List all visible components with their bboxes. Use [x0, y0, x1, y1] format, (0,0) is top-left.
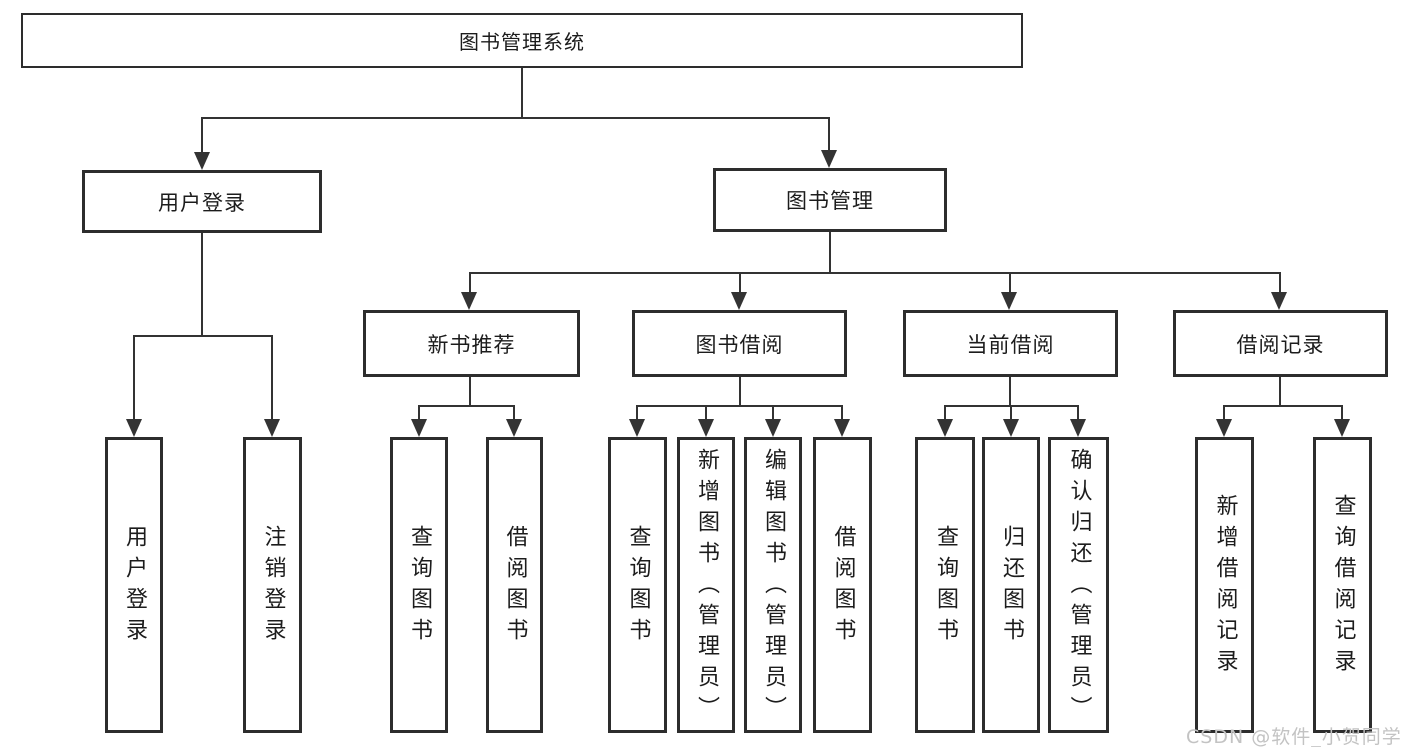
- connector-drop-leaf: [271, 335, 273, 420]
- leaf-logout: 注销登录: [243, 437, 302, 733]
- node-borrow-records: 借阅记录: [1173, 310, 1388, 377]
- connector-drop-leaf: [418, 405, 420, 420]
- leaf-return-books: 归还图书: [982, 437, 1040, 733]
- connector-drop-leaf: [705, 405, 707, 420]
- arrowhead-down-icon: [1271, 292, 1287, 310]
- connector-book-management-trunk: [829, 232, 831, 274]
- node-book-borrow: 图书借阅: [632, 310, 847, 377]
- leaf-query-borrow-record: 查询借阅记录: [1313, 437, 1372, 733]
- connector-user-login-split: [133, 335, 273, 337]
- node-current-borrow: 当前借阅: [903, 310, 1118, 377]
- arrowhead-down-icon: [937, 419, 953, 437]
- connector-drop-leaf: [636, 405, 638, 420]
- leaf-add-borrow-record: 新增借阅记录: [1195, 437, 1254, 733]
- connector-root-trunk: [521, 68, 523, 118]
- connector-drop-leaf: [1077, 405, 1079, 420]
- arrowhead-down-icon: [506, 419, 522, 437]
- leaf-borrow-books: 借阅图书: [813, 437, 872, 733]
- arrowhead-down-icon: [821, 150, 837, 168]
- connector-recommend-trunk: [469, 377, 471, 407]
- leaf-borrow-books-recommend: 借阅图书: [486, 437, 543, 733]
- connector-drop-leaf: [513, 405, 515, 420]
- arrowhead-down-icon: [411, 419, 427, 437]
- connector-drop-user-login: [201, 117, 203, 153]
- connector-drop-leaf: [1223, 405, 1225, 420]
- connector-drop-leaf: [772, 405, 774, 420]
- connector-book-borrow-trunk: [739, 377, 741, 407]
- connector-records-trunk: [1279, 377, 1281, 407]
- arrowhead-down-icon: [461, 292, 477, 310]
- arrowhead-down-icon: [698, 419, 714, 437]
- arrowhead-down-icon: [1003, 419, 1019, 437]
- arrowhead-down-icon: [194, 152, 210, 170]
- connector-current-borrow-trunk: [1009, 377, 1011, 407]
- connector-drop-book-management: [828, 117, 830, 151]
- connector-records-split: [1223, 405, 1343, 407]
- node-root: 图书管理系统: [21, 13, 1023, 68]
- leaf-query-books-current: 查询图书: [915, 437, 975, 733]
- arrowhead-down-icon: [1334, 419, 1350, 437]
- arrowhead-down-icon: [126, 419, 142, 437]
- leaf-edit-books-admin: 编辑图书（管理员）: [744, 437, 802, 733]
- leaf-query-books-recommend: 查询图书: [390, 437, 448, 733]
- connector-drop-level3: [469, 272, 471, 295]
- arrowhead-down-icon: [834, 419, 850, 437]
- arrowhead-down-icon: [264, 419, 280, 437]
- arrowhead-down-icon: [1070, 419, 1086, 437]
- connector-drop-level3: [739, 272, 741, 295]
- arrowhead-down-icon: [765, 419, 781, 437]
- connector-drop-leaf: [1010, 405, 1012, 420]
- csdn-watermark: CSDN @软件_小贺同学: [1186, 726, 1402, 747]
- connector-recommend-split: [418, 405, 515, 407]
- arrowhead-down-icon: [1001, 292, 1017, 310]
- connector-drop-leaf: [1341, 405, 1343, 420]
- arrowhead-down-icon: [1216, 419, 1232, 437]
- node-user-login: 用户登录: [82, 170, 322, 233]
- connector-drop-level3: [1009, 272, 1011, 295]
- connector-drop-leaf: [841, 405, 843, 420]
- leaf-query-books-borrow: 查询图书: [608, 437, 667, 733]
- node-new-book-recommend: 新书推荐: [363, 310, 580, 377]
- leaf-add-books-admin: 新增图书（管理员）: [677, 437, 735, 733]
- connector-level3-split: [469, 272, 1281, 274]
- connector-drop-leaf: [133, 335, 135, 420]
- leaf-user-login: 用户登录: [105, 437, 163, 733]
- connector-user-login-trunk: [201, 233, 203, 337]
- node-book-management: 图书管理: [713, 168, 947, 232]
- leaf-confirm-return-admin: 确认归还（管理员）: [1048, 437, 1109, 733]
- connector-book-borrow-split: [636, 405, 843, 407]
- arrowhead-down-icon: [731, 292, 747, 310]
- connector-level2-split: [201, 117, 830, 119]
- connector-drop-level3: [1279, 272, 1281, 295]
- connector-drop-leaf: [944, 405, 946, 420]
- arrowhead-down-icon: [629, 419, 645, 437]
